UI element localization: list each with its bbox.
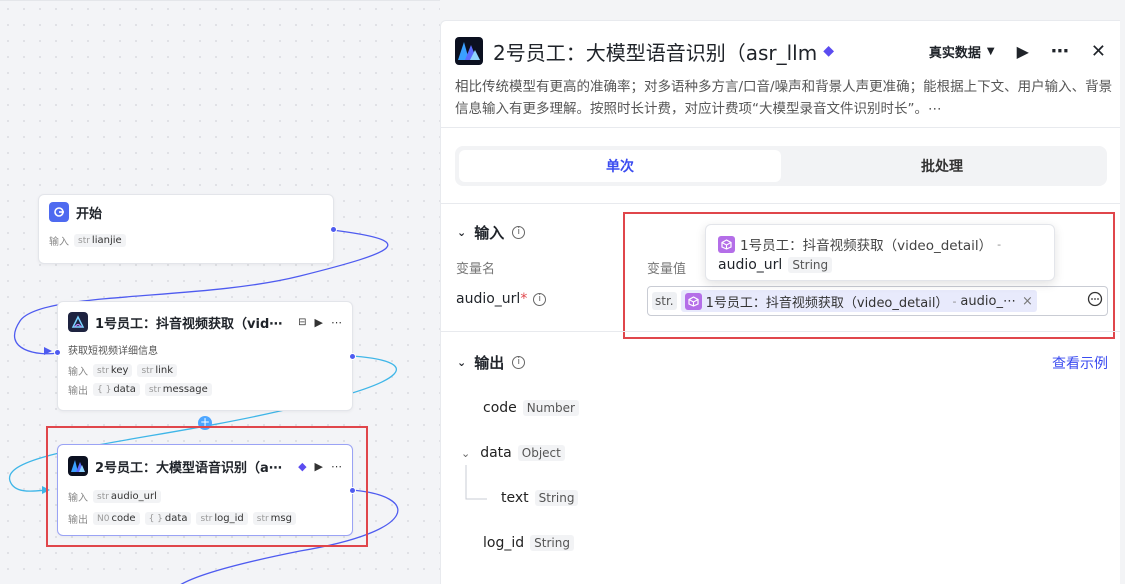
input-label: 输入 <box>68 493 88 504</box>
highlight-box-input <box>623 212 1115 339</box>
premium-gem-icon: ◆ <box>298 459 307 473</box>
input-label: 输入 <box>68 367 88 378</box>
node2-title: 2号员工：大模型语音识别（a⋯ <box>95 460 282 476</box>
node-config-panel: 2号员工：大模型语音识别（asr_llm ◆ 真实数据 ▼ ▶ ⋯ ✕ 相比传统… <box>440 20 1120 584</box>
variable-tooltip: 1号员工：抖音视频获取（video_detail） - audio_url St… <box>705 224 1055 281</box>
chevron-down-icon[interactable]: ⌄ <box>461 446 471 460</box>
node1-description: 获取短视频详细信息 <box>68 346 158 357</box>
panel-title: 2号员工：大模型语音识别（asr_llm <box>493 40 818 65</box>
info-icon[interactable]: i <box>512 226 526 239</box>
output-field-data[interactable]: ⌄ data Object <box>461 445 565 461</box>
more-icon[interactable]: ⋯ <box>331 459 342 473</box>
run-icon[interactable]: ▶ <box>314 459 323 473</box>
node-cube-icon <box>718 235 735 253</box>
tooltip-type-tag: String <box>788 257 833 273</box>
output-port[interactable] <box>349 487 356 494</box>
chevron-down-icon: ⌄ <box>457 226 467 239</box>
variable-reference-chip[interactable]: 1号员工：抖音视频获取（video_detail） - audio_⋯ × <box>680 290 1037 312</box>
output-section-header[interactable]: ⌄ 输出 i <box>457 352 526 373</box>
panel-description: 相比传统模型有更高的准确率；对多语种多方言/口音/噪声和背景人声更准确；能根据上… <box>455 79 1113 117</box>
field-name: code <box>483 400 517 416</box>
premium-gem-icon: ◆ <box>823 43 834 59</box>
connection-wires <box>9 229 399 584</box>
input-section-title: 输入 <box>474 224 505 242</box>
param-name: audio_url <box>456 291 521 307</box>
clear-reference-icon[interactable]: × <box>1021 293 1033 309</box>
close-button[interactable]: ✕ <box>1090 40 1106 62</box>
data-mode-dropdown[interactable]: 真实数据 ▼ <box>929 42 995 61</box>
view-example-link[interactable]: 查看示例 <box>1052 356 1108 372</box>
node1-title: 1号员工：抖音视频获取（vid⋯ <box>95 316 283 332</box>
input-port[interactable] <box>54 349 61 356</box>
col-value-label: 变量值 <box>647 262 687 277</box>
required-mark: * <box>520 291 528 307</box>
chevron-down-icon: ⌄ <box>457 356 467 369</box>
mode-tabs: 单次 批处理 <box>455 146 1107 186</box>
asr-logo-icon <box>455 37 483 65</box>
field-type: String <box>530 535 574 551</box>
variable-picker-icon[interactable] <box>1087 291 1103 311</box>
value-type-tag[interactable]: str. <box>652 292 677 310</box>
output-section-title: 输出 <box>474 354 505 372</box>
ref-variable-name: audio_⋯ <box>960 293 1016 309</box>
field-name: text <box>501 490 529 506</box>
douyin-node-icon <box>68 312 88 332</box>
field-name: log_id <box>483 535 525 551</box>
tree-connector <box>465 465 487 500</box>
tooltip-separator: - <box>997 237 1002 251</box>
tab-single[interactable]: 单次 <box>459 150 781 182</box>
more-icon[interactable]: ⋯ <box>331 315 342 329</box>
field-type: Object <box>517 445 565 461</box>
output-label: 输出 <box>68 386 88 397</box>
data-mode-label: 真实数据 <box>928 45 981 61</box>
input-label: 输入 <box>49 237 69 248</box>
tooltip-variable-name: audio_url <box>718 257 783 273</box>
more-button[interactable]: ⋯ <box>1050 40 1069 62</box>
output-port[interactable] <box>330 226 337 233</box>
output-chip-data: { }data <box>93 383 140 396</box>
highlight-box-node2 <box>46 426 368 547</box>
output-field-log-id: log_id String <box>483 535 574 551</box>
output-field-code: code Number <box>483 400 579 416</box>
batch-icon[interactable]: ⊟ <box>298 316 307 328</box>
info-icon[interactable]: i <box>533 292 547 306</box>
output-port[interactable] <box>349 353 356 360</box>
ref-node-name: 1号员工：抖音视频获取（video_detail） <box>705 295 949 311</box>
field-name: data <box>480 445 512 461</box>
input-section-header[interactable]: ⌄ 输入 i <box>457 222 526 243</box>
info-icon[interactable]: i <box>512 356 526 369</box>
run-button[interactable]: ▶ <box>1016 41 1029 61</box>
tooltip-node-name: 1号员工：抖音视频获取（video_detail） <box>740 238 993 254</box>
tab-batch[interactable]: 批处理 <box>921 159 963 175</box>
field-type: Number <box>522 400 579 416</box>
col-name-label: 变量名 <box>456 262 496 277</box>
caret-down-icon: ▼ <box>986 45 995 57</box>
asr-node-icon <box>68 456 88 476</box>
start-node-title: 开始 <box>76 206 103 222</box>
field-type: String <box>534 490 579 506</box>
output-chip-data: { }data <box>144 512 192 525</box>
output-label: 输出 <box>68 515 88 526</box>
ref-separator: - <box>952 294 957 308</box>
param-audio-url: audio_url* i <box>456 291 547 307</box>
run-icon[interactable]: ▶ <box>314 315 323 329</box>
start-icon <box>49 202 69 222</box>
node-cube-icon <box>684 292 702 310</box>
variable-value-input[interactable]: str. 1号员工：抖音视频获取（video_detail） - audio_⋯… <box>647 286 1108 316</box>
output-field-text: text String <box>501 490 579 506</box>
